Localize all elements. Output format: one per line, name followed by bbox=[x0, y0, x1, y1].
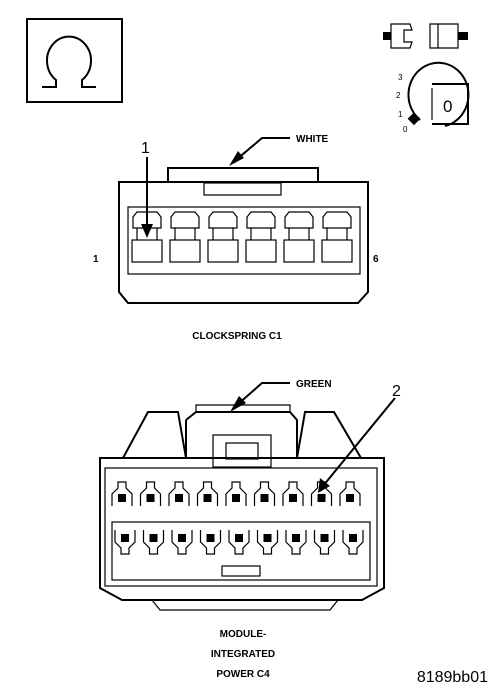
ignition-key-label: 0 bbox=[443, 97, 452, 116]
cavity-1 bbox=[131, 211, 163, 263]
module-power-connector bbox=[99, 382, 396, 611]
module-title-line-3: POWER C4 bbox=[216, 669, 270, 680]
terminal-upper-3 bbox=[168, 481, 190, 506]
clockspring-pin-cavities bbox=[131, 211, 353, 263]
cavity-3 bbox=[207, 211, 239, 263]
module-upper-terminals bbox=[111, 481, 361, 506]
terminal-lower-2 bbox=[142, 530, 165, 555]
terminal-upper-2 bbox=[139, 481, 162, 506]
terminal-upper-7 bbox=[282, 481, 304, 506]
ohm-meter-icon bbox=[26, 18, 123, 103]
terminal-lower-3 bbox=[171, 530, 193, 555]
terminal-lower-1 bbox=[114, 530, 136, 555]
ignition-position-2: 2 bbox=[396, 91, 401, 100]
terminal-upper-4 bbox=[196, 481, 219, 506]
clockspring-callout-number: 1 bbox=[141, 140, 150, 157]
terminal-lower-7 bbox=[285, 530, 307, 555]
ignition-position-3: 3 bbox=[398, 73, 403, 82]
cavity-2 bbox=[169, 211, 201, 263]
terminal-lower-4 bbox=[199, 530, 222, 555]
module-lower-terminals bbox=[114, 530, 364, 555]
module-wire-color-label: GREEN bbox=[296, 379, 332, 390]
clockspring-connector bbox=[118, 137, 369, 304]
terminal-lower-9 bbox=[342, 530, 364, 555]
terminal-lower-8 bbox=[313, 530, 336, 555]
ignition-position-1: 1 bbox=[398, 110, 403, 119]
ignition-position-0: 0 bbox=[403, 125, 408, 134]
clockspring-title: CLOCKSPRING C1 bbox=[192, 331, 282, 342]
terminal-upper-1 bbox=[111, 481, 133, 506]
clockspring-pin-right-label: 6 bbox=[373, 254, 379, 265]
cavity-4 bbox=[245, 211, 277, 263]
terminal-upper-9 bbox=[339, 481, 361, 506]
figure-code: 8189bb01 bbox=[417, 669, 488, 686]
module-callout-number: 2 bbox=[392, 383, 401, 400]
module-title-line-2: INTEGRATED bbox=[211, 649, 275, 660]
terminal-lower-6 bbox=[256, 530, 279, 555]
terminal-lower-5 bbox=[228, 530, 250, 555]
ignition-key-icon: 3 2 1 0 0 bbox=[396, 61, 470, 134]
terminal-upper-6 bbox=[253, 481, 276, 506]
module-title-line-1: MODULE- bbox=[220, 629, 267, 640]
cavity-6 bbox=[321, 211, 353, 263]
battery-disconnect-icon bbox=[383, 23, 468, 49]
terminal-upper-5 bbox=[225, 481, 247, 506]
clockspring-pin-left-label: 1 bbox=[93, 254, 99, 265]
clockspring-wire-color-label: WHITE bbox=[296, 134, 329, 145]
cavity-5 bbox=[283, 211, 315, 263]
